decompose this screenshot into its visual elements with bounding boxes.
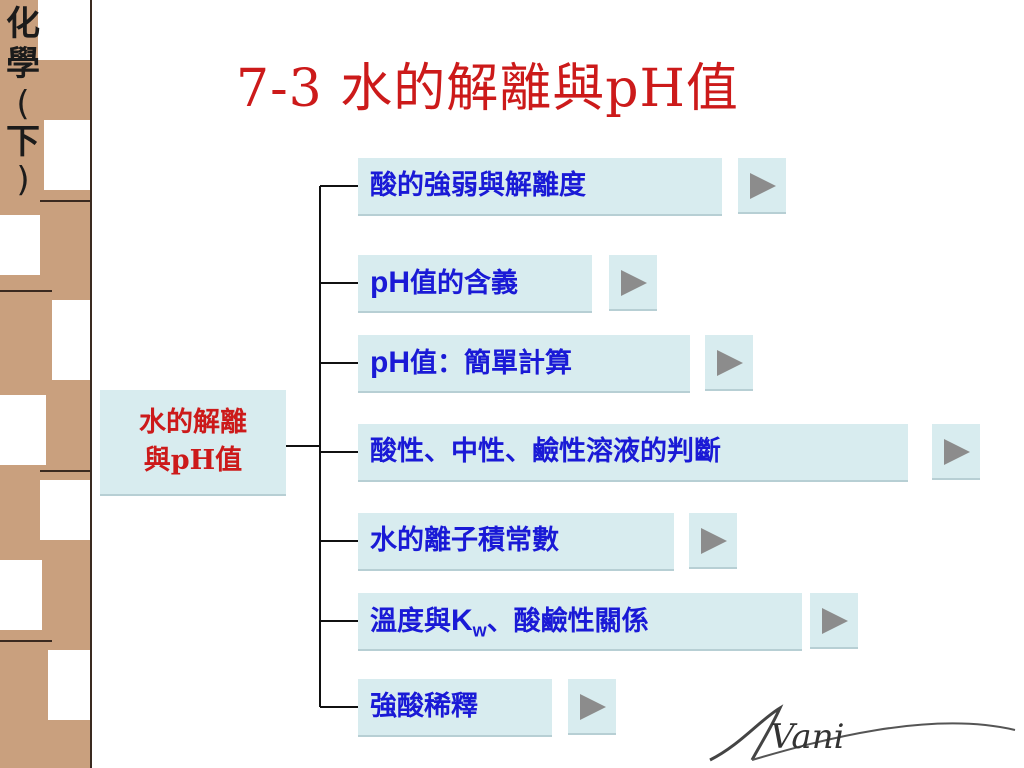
topic-ion-product-play-button[interactable]: [689, 513, 737, 569]
topic-ph-meaning[interactable]: pH值的含義: [358, 255, 592, 313]
root-node: 水的解離 與pH值: [100, 390, 286, 496]
vani-logo: Vani: [709, 704, 1016, 762]
topic-label-prefix: 溫度與: [370, 606, 451, 637]
play-triangle-icon: [944, 439, 970, 465]
side-label-char: 化: [6, 4, 40, 44]
logo-text: Vani: [770, 717, 844, 757]
play-triangle-icon: [717, 350, 743, 376]
topic-ph-calculation-play-button[interactable]: [705, 335, 753, 391]
topic-temperature-kw[interactable]: 溫度與Kw、酸鹼性關係: [358, 593, 802, 651]
topic-ion-product[interactable]: 水的離子積常數: [358, 513, 674, 571]
side-label-char: 學: [6, 44, 40, 84]
side-decoration: 化 學 ( 下 ): [0, 0, 92, 768]
play-triangle-icon: [580, 694, 606, 720]
topic-label-subscript: w: [472, 620, 487, 641]
side-label-char: ): [16, 160, 30, 200]
topic-acid-strength-play-button[interactable]: [738, 158, 786, 214]
topic-label: 水的離子積常數: [370, 525, 559, 556]
play-triangle-icon: [750, 173, 776, 199]
topic-label: 值：簡單計算: [410, 348, 572, 379]
play-triangle-icon: [701, 528, 727, 554]
topic-label-latin: pH: [370, 346, 410, 379]
topic-ph-calculation[interactable]: pH值：簡單計算: [358, 335, 690, 393]
root-node-line1: 水的解離: [139, 407, 247, 438]
topic-acid-base-judgement[interactable]: 酸性、中性、鹼性溶液的判斷: [358, 424, 908, 482]
page-title: 7-3 水的解離與pH值: [236, 59, 739, 119]
topic-label: 值的含義: [410, 268, 518, 299]
play-triangle-icon: [822, 608, 848, 634]
side-label-char: 下: [6, 122, 40, 162]
topic-label: 酸性、中性、鹼性溶液的判斷: [370, 436, 721, 467]
topic-acid-base-judgement-play-button[interactable]: [932, 424, 980, 480]
side-label-char: (: [16, 84, 30, 124]
topic-strong-acid-dilution[interactable]: 強酸稀釋: [358, 679, 552, 737]
topic-label-latin: K: [451, 604, 473, 637]
play-triangle-icon: [621, 270, 647, 296]
topic-temperature-kw-play-button[interactable]: [810, 593, 858, 649]
topic-label-latin: pH: [370, 266, 410, 299]
topic-label: 酸的強弱與解離度: [370, 170, 586, 201]
topic-acid-strength[interactable]: 酸的強弱與解離度: [358, 158, 722, 216]
topic-strong-acid-dilution-play-button[interactable]: [568, 679, 616, 735]
topic-label: 、酸鹼性關係: [486, 606, 649, 637]
root-node-line2: 與pH值: [143, 445, 243, 476]
topic-label: 強酸稀釋: [370, 691, 478, 722]
topic-ph-meaning-play-button[interactable]: [609, 255, 657, 311]
